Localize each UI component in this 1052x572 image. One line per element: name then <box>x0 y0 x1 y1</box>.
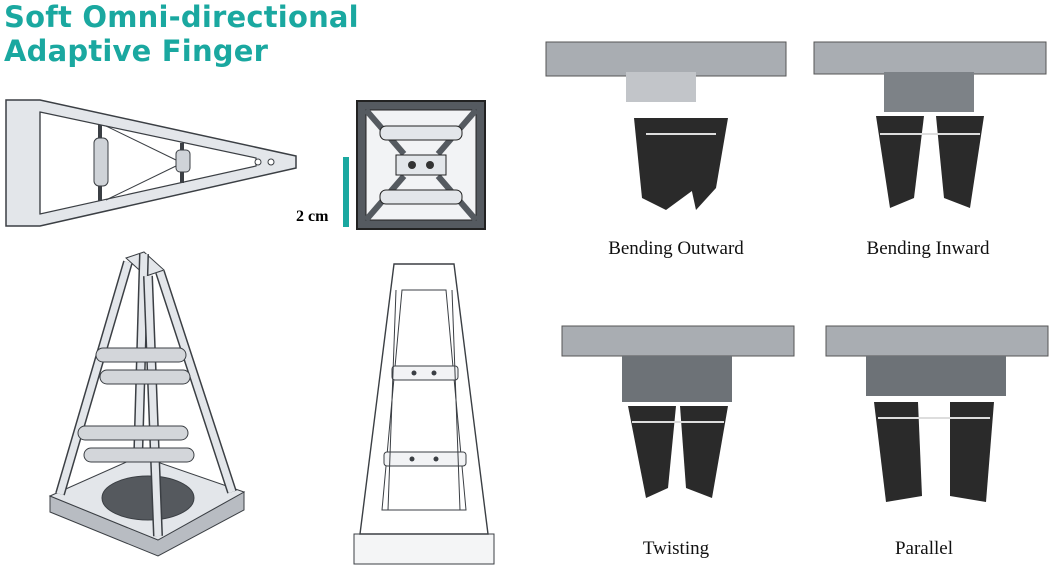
finger-top-view <box>356 100 486 230</box>
gripper-twisting <box>561 325 795 498</box>
caption-twisting: Twisting <box>642 538 710 559</box>
gripper-bending-inward <box>813 41 1047 208</box>
title-line-1: Soft Omni-directional <box>4 0 359 34</box>
finger-isometric-view <box>48 251 246 557</box>
gripper-bending-outward <box>545 41 787 210</box>
caption-bending-outward: Bending Outward <box>608 238 744 259</box>
title-line-2: Adaptive Finger <box>4 34 269 68</box>
caption-parallel: Parallel <box>894 538 954 559</box>
finger-side-view <box>5 99 297 227</box>
scale-bar <box>343 157 349 227</box>
finger-front-view <box>353 263 495 565</box>
gripper-parallel <box>825 325 1049 502</box>
caption-bending-inward: Bending Inward <box>866 238 990 259</box>
scale-bar-label: 2 cm <box>296 208 329 225</box>
